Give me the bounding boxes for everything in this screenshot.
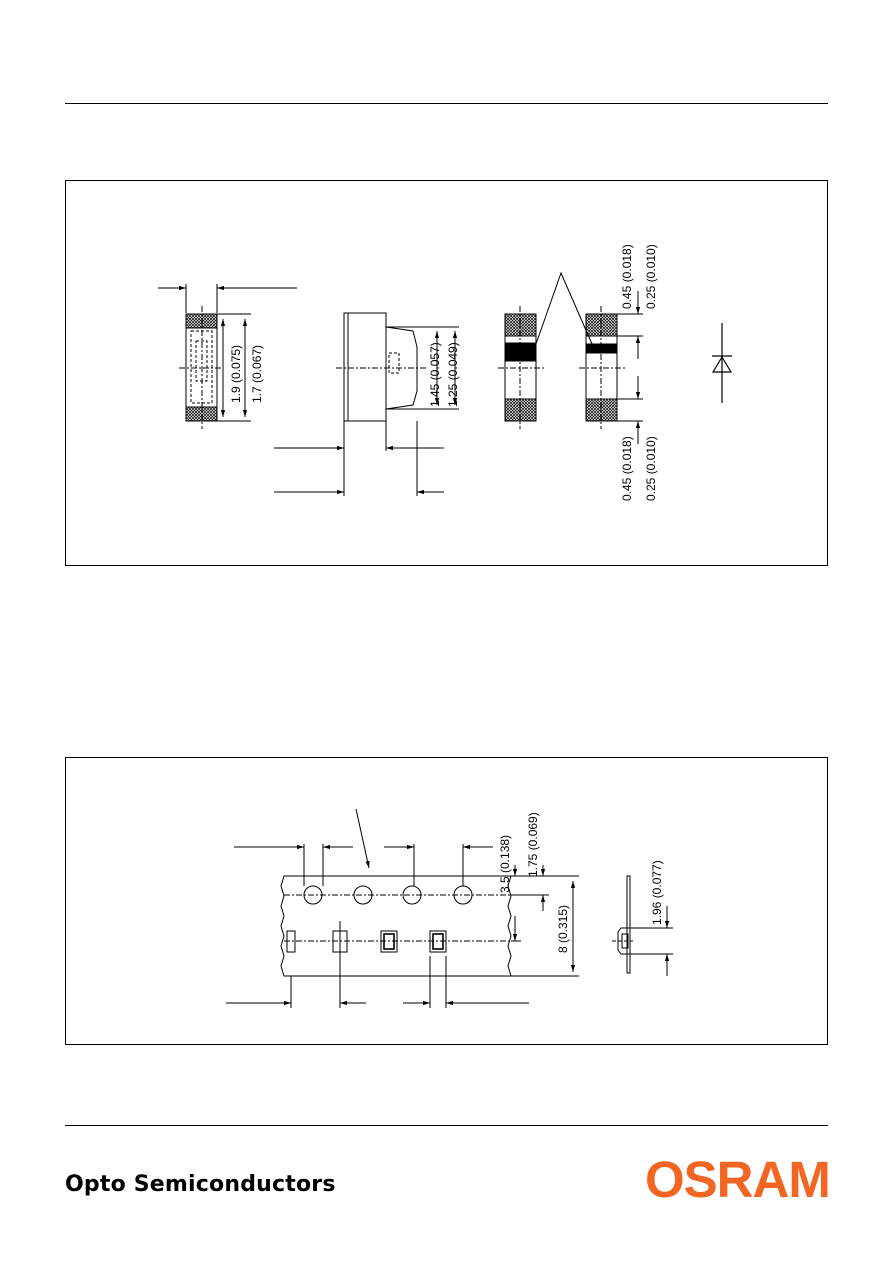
dim-term-top-max: 0.45 (0.018) bbox=[620, 244, 634, 309]
tape-drawing-frame: 3.5 (0.138) 1.75 (0.069) 8 (0.315) 1.96 … bbox=[65, 757, 828, 1045]
package-drawing-frame: 1.9 (0.075) 1.7 (0.067) 1.45 (0.057) 1.2… bbox=[65, 180, 828, 566]
carrier-tape bbox=[226, 808, 579, 1008]
dim-term-top-min: 0.25 (0.010) bbox=[644, 244, 658, 309]
footer-left-text: Opto Semiconductors bbox=[65, 1172, 336, 1197]
dim-height-min: 1.7 (0.067) bbox=[250, 345, 264, 403]
dim-body-max: 1.45 (0.057) bbox=[428, 342, 442, 407]
header-rule bbox=[65, 103, 828, 104]
package-drawing: 1.9 (0.075) 1.7 (0.067) 1.45 (0.057) 1.2… bbox=[158, 244, 733, 501]
dim-height-max: 1.9 (0.075) bbox=[229, 345, 243, 403]
part-front-view bbox=[158, 284, 297, 429]
tape-cross-section bbox=[612, 875, 673, 976]
dim-term-bot-max: 0.45 (0.018) bbox=[620, 436, 634, 501]
diode-symbol bbox=[711, 323, 733, 403]
dim-tape-thickness: 1.96 (0.077) bbox=[650, 860, 664, 925]
tape-drawing: 3.5 (0.138) 1.75 (0.069) 8 (0.315) 1.96 … bbox=[226, 808, 673, 1008]
dim-body-min: 1.25 (0.049) bbox=[446, 342, 460, 407]
dim-term-bot-min: 0.25 (0.010) bbox=[644, 436, 658, 501]
osram-logo: OSRAM bbox=[645, 1151, 831, 1208]
dim-edge-offset: 1.75 (0.069) bbox=[526, 812, 540, 877]
part-side-view bbox=[274, 312, 459, 496]
dim-tape-width: 8 (0.315) bbox=[556, 905, 570, 953]
footer-rule bbox=[65, 1125, 828, 1126]
dim-sprocket-offset: 3.5 (0.138) bbox=[498, 835, 512, 893]
part-top-views bbox=[498, 271, 643, 444]
